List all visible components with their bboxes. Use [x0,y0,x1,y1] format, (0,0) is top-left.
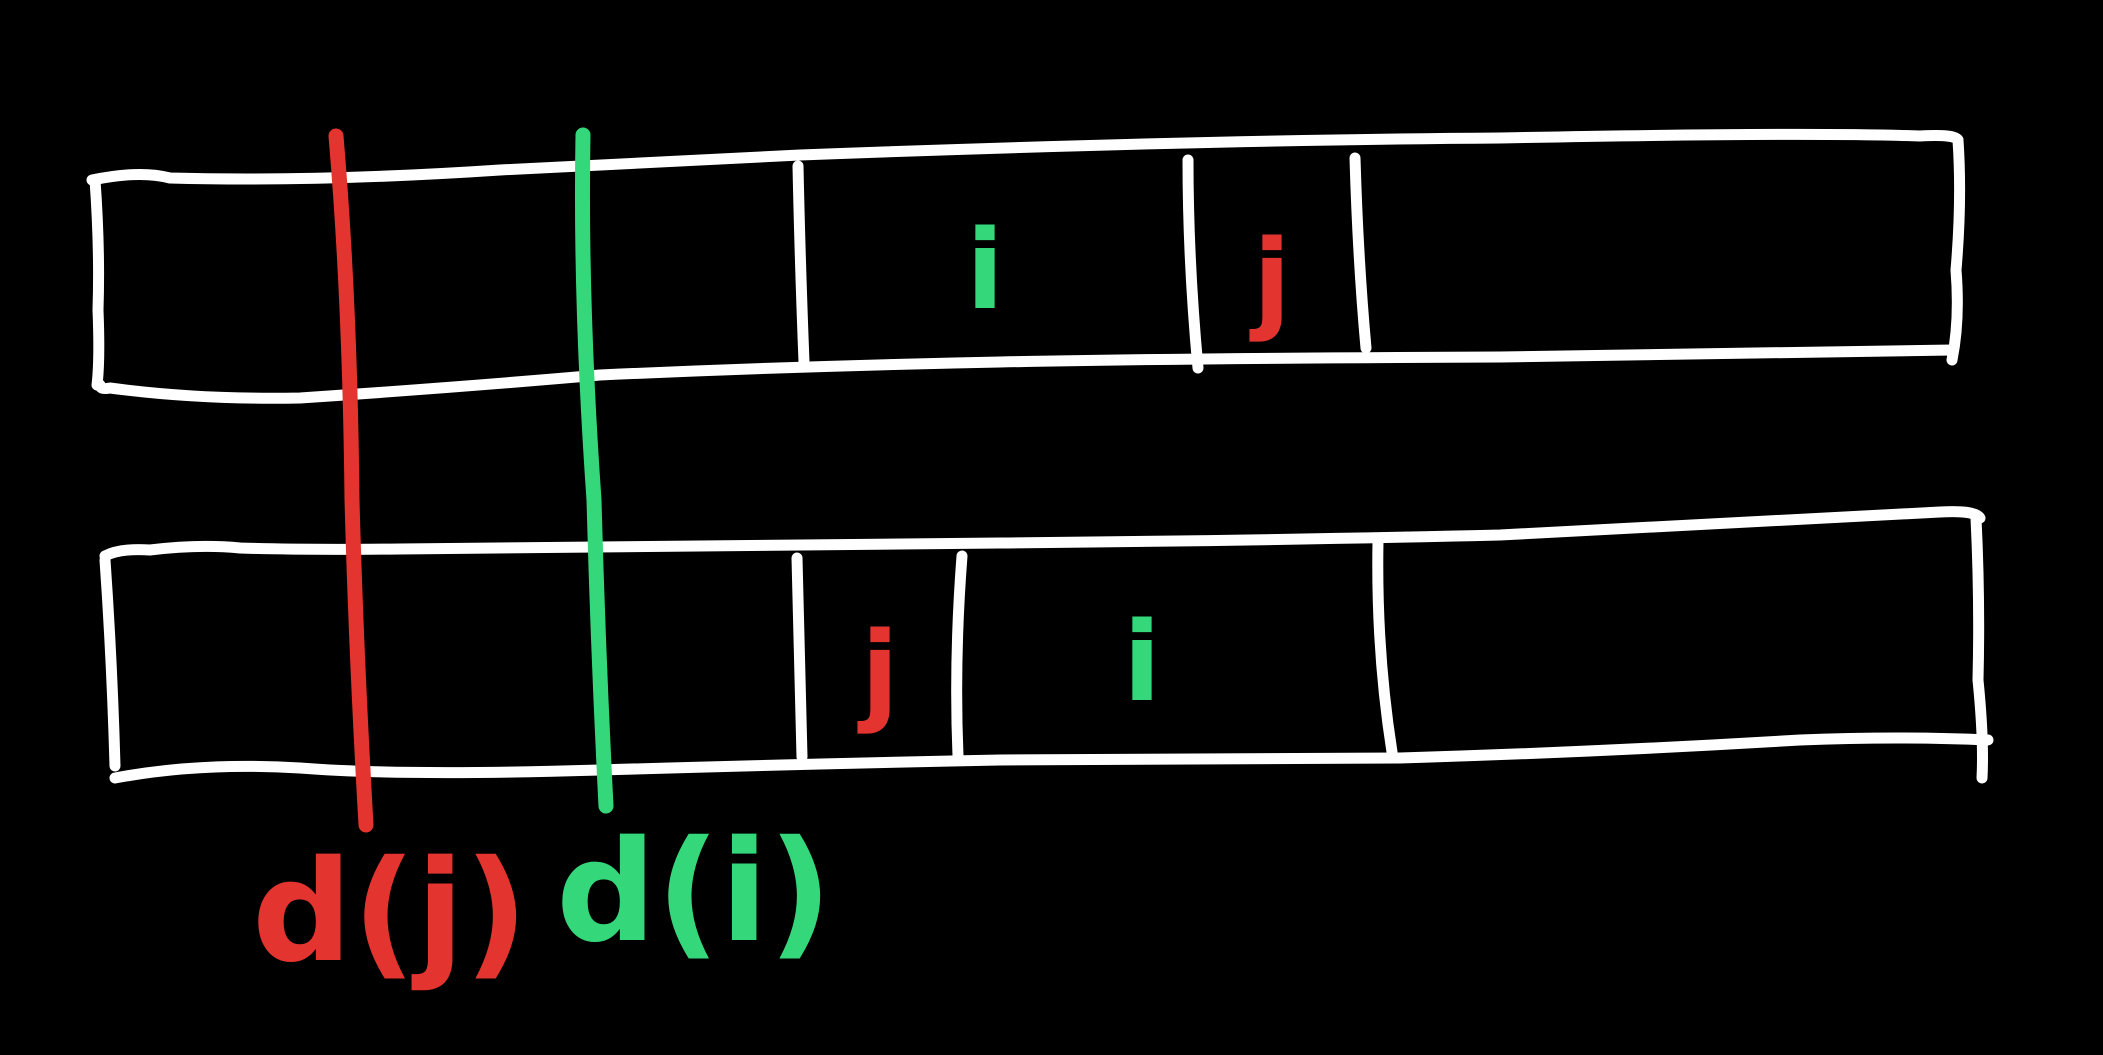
di-label: d(i) [556,811,832,974]
bottom-cell-j-label: j [857,608,899,736]
top-row-outline-left [89,174,105,391]
bottom-row-divider-2 [951,550,968,762]
bottom-row-outline-right [1970,512,1988,784]
bottom-row-outline-bottom [109,732,1994,784]
top-row-divider-1 [792,160,810,368]
top-row-outline-bottom [94,344,1958,404]
di-marker-line [574,127,614,814]
top-array-row [86,128,1966,404]
top-cell-i-label: i [966,206,1004,334]
bottom-row-outline-top [99,506,1986,562]
bottom-row-outline-left [99,554,121,772]
top-row-divider-2 [1182,154,1204,374]
top-cell-j-label: j [1249,216,1291,344]
bottom-array-row [99,506,1994,784]
bottom-cell-i-label: i [1123,598,1161,726]
top-row-outline-top [86,128,1964,186]
bottom-row-divider-3 [1372,535,1398,758]
top-row-outline-right [1946,134,1966,366]
dj-label: d(j) [252,831,528,994]
bottom-row-divider-1 [791,552,808,763]
top-row-divider-3 [1349,152,1372,354]
dj-marker-line [328,128,374,833]
